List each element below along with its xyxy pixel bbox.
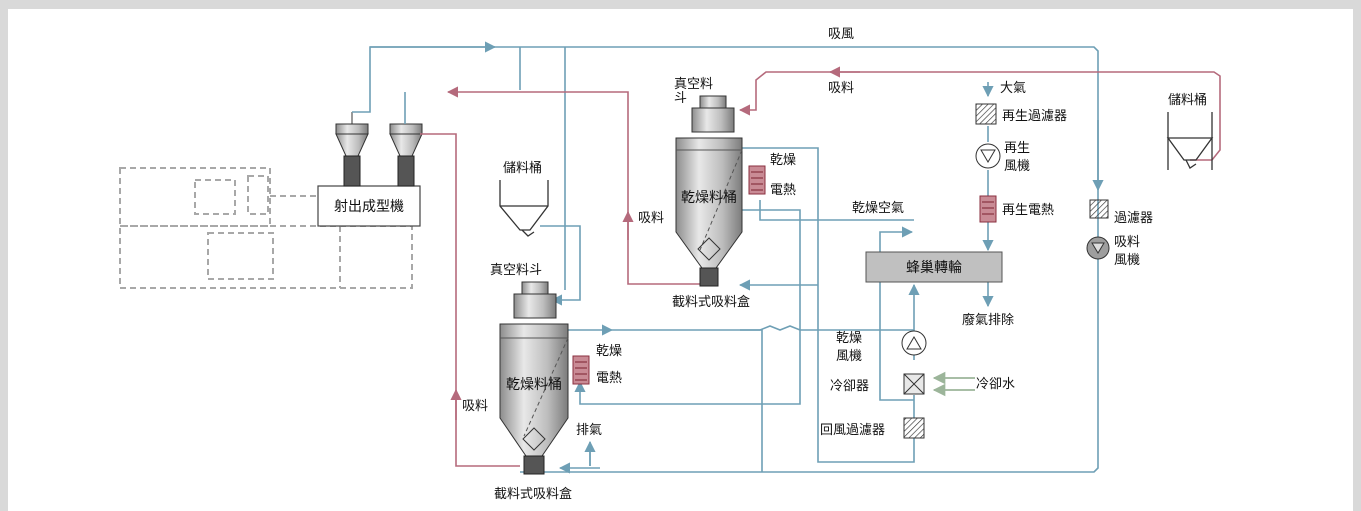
injection-machine-label: 射出成型機: [334, 199, 404, 215]
label-regen-fan-1: 再生: [1004, 141, 1030, 156]
heater-regen: [979, 195, 997, 223]
label-dry-fan-1: 乾燥: [836, 331, 862, 346]
injection-machine-box: [317, 185, 421, 227]
label-regen-heater: 再生電熱: [1002, 203, 1054, 218]
label-suction-material-left: 吸料: [462, 399, 488, 414]
label-vacuum-hopper-top-2: 斗: [674, 91, 687, 106]
suction-filter-icon: [1089, 199, 1109, 219]
label-suction-fan-1: 吸料: [1114, 235, 1140, 250]
dryer-bottom-label: 乾燥料桶: [506, 377, 562, 393]
heater-top: [748, 165, 766, 195]
cooler-cross: [903, 373, 925, 395]
label-dry-fan-2: 風機: [836, 349, 862, 364]
label-suction-fan-2: 風機: [1114, 253, 1140, 268]
dryer-top: [675, 95, 743, 287]
injection-machine-outline: [119, 167, 413, 289]
dry-fan-icon: [901, 330, 927, 356]
dryer-bottom: [499, 281, 569, 475]
label-suction-material-mid: 吸料: [638, 211, 664, 226]
honeycomb-rotor: [865, 251, 1003, 283]
label-vacuum-hopper-top-1: 真空料: [674, 77, 713, 92]
label-drying-heater-top-b: 電熱: [770, 183, 796, 198]
cooling-water-lines: [932, 371, 975, 397]
label-cutoff-box-bottom: 截料式吸料盒: [494, 486, 572, 502]
label-drying-heater-bottom-a: 乾燥: [596, 344, 622, 359]
label-suction-material-top: 吸料: [828, 81, 854, 96]
label-dry-air: 乾燥空氣: [852, 201, 904, 216]
label-regen-filter: 再生過濾器: [1002, 109, 1067, 124]
material-lines: [420, 66, 1221, 467]
label-filter: 過濾器: [1114, 211, 1153, 226]
label-vacuum-hopper-mid: 真空料斗: [490, 263, 542, 278]
machine-hopper-left: [335, 112, 369, 187]
heater-bottom: [572, 355, 590, 385]
label-return-filter: 回風過濾器: [820, 423, 885, 438]
regen-fan-icon: [975, 143, 1001, 169]
label-storage-bin-left: 儲料桶: [503, 161, 542, 176]
label-regen-fan-2: 風機: [1004, 159, 1030, 174]
air-lines: [352, 41, 1104, 474]
label-atmosphere: 大氣: [1000, 81, 1026, 96]
dryer-top-label: 乾燥料桶: [681, 190, 737, 206]
label-suction-air: 吸風: [828, 27, 854, 42]
storage-bin-right: [1166, 112, 1214, 170]
label-cutoff-box-top: 截料式吸料盒: [672, 294, 750, 310]
label-cooling-water: 冷卻水: [976, 377, 1015, 392]
label-drying-heater-top-a: 乾燥: [770, 153, 796, 168]
regen-filter-icon: [975, 103, 997, 125]
label-exhaust: 排氣: [576, 423, 602, 438]
diagram-frame: [8, 9, 1353, 511]
return-filter-icon: [903, 417, 925, 439]
label-drying-heater-bottom-b: 電熱: [596, 371, 622, 386]
storage-bin-left: [499, 180, 549, 237]
machine-hopper-right: [389, 123, 423, 187]
label-cooler: 冷卻器: [830, 379, 869, 394]
label-storage-bin-right: 儲料桶: [1168, 93, 1207, 108]
suction-fan-icon: [1086, 236, 1110, 260]
honeycomb-rotor-label: 蜂巢轉輪: [906, 259, 962, 276]
label-exhaust-waste: 廢氣排除: [962, 313, 1014, 328]
